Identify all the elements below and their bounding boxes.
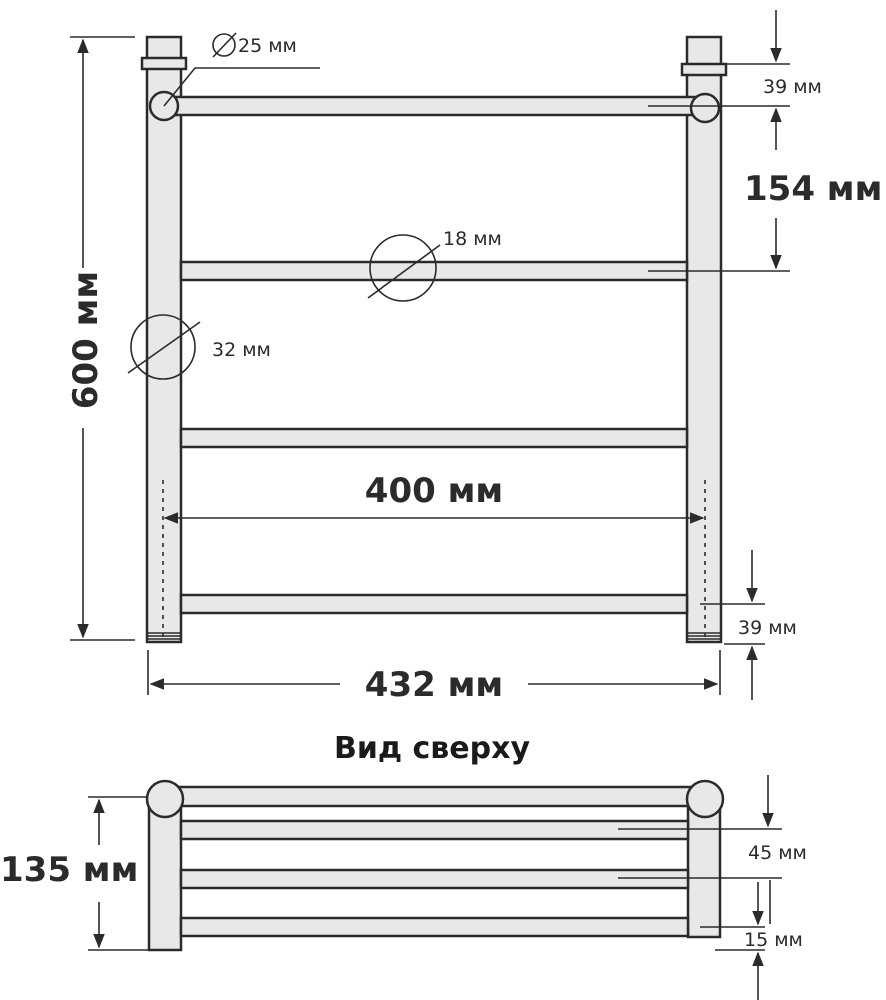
top-view-title: Вид сверху (334, 731, 530, 766)
right-end-cap (689, 92, 721, 124)
right-fitting (680, 62, 728, 77)
shelf-bar-4 (179, 916, 690, 938)
right-riser (685, 35, 723, 644)
shelf-bar-3 (179, 868, 690, 890)
rung-3 (179, 427, 689, 449)
riser-diameter-label: 32 мм (212, 339, 271, 361)
depth-label: 135 мм (0, 850, 138, 890)
top-view: 135 мм 45 мм 15 мм (0, 775, 807, 1000)
right-support (686, 798, 722, 939)
top-offset-label: 39 мм (763, 76, 822, 98)
left-support (147, 798, 183, 952)
left-fitting (140, 56, 188, 71)
axis-width-label: 400 мм (365, 471, 503, 511)
right-cap-top (685, 779, 725, 819)
rung-4 (179, 593, 689, 615)
right-thread (688, 632, 720, 643)
shelf-bar-1 (163, 785, 707, 808)
total-width-label: 432 мм (365, 665, 503, 705)
left-thread (148, 632, 180, 643)
height-label: 600 мм (66, 271, 106, 409)
shelf-thickness-label: 15 мм (744, 929, 803, 951)
pipe-diameter-label: 25 мм (238, 35, 297, 57)
bottom-offset-label: 39 мм (738, 617, 797, 639)
shelf-bar-2 (179, 819, 690, 841)
front-view: 25 мм 18 мм 32 мм 600 мм 400 мм 432 мм 3… (66, 10, 882, 705)
left-cap-top (145, 779, 185, 819)
diameter-icon (212, 33, 236, 57)
rung-diameter-label: 18 мм (443, 228, 502, 250)
shelf-spacing-label: 45 мм (748, 842, 807, 864)
rung-spacing-label: 154 мм (744, 169, 882, 209)
rung-top (161, 95, 707, 117)
